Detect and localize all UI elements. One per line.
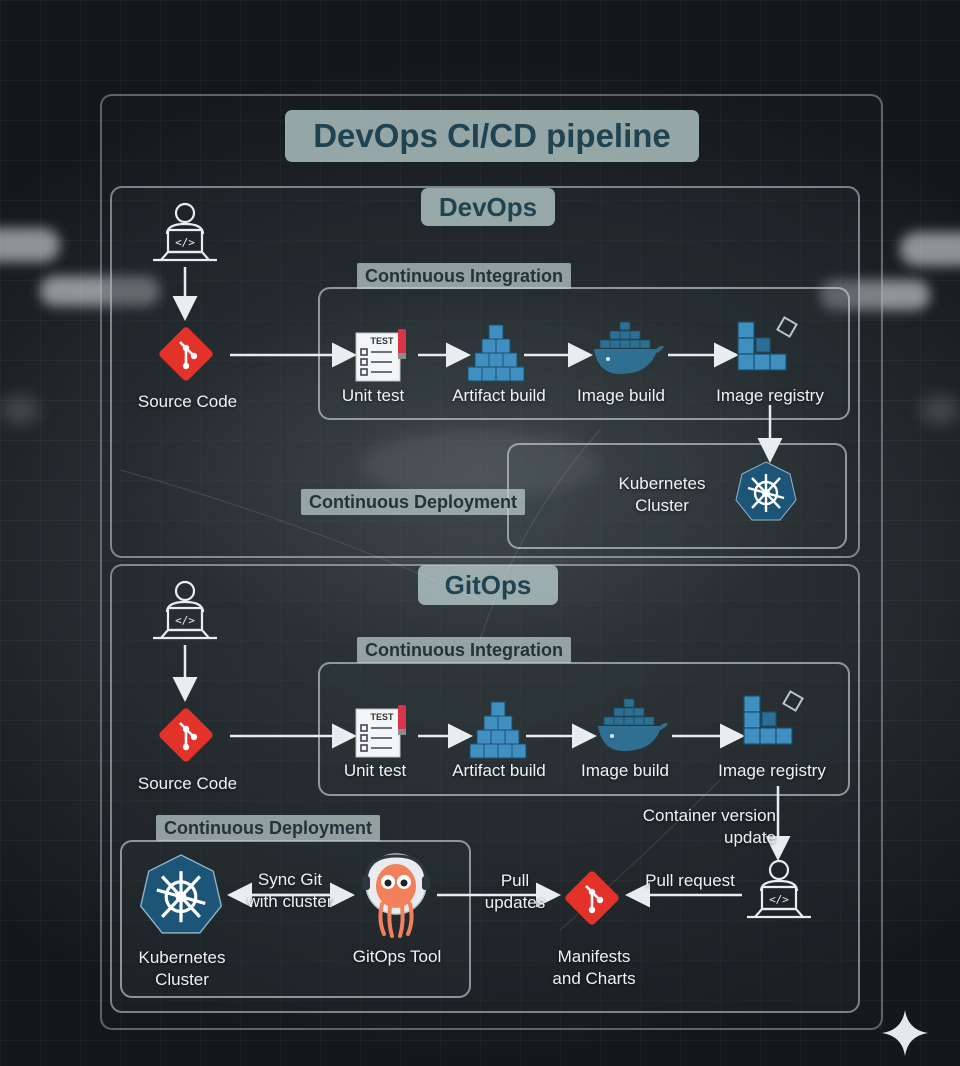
- pull-request-label: Pull request: [645, 871, 735, 890]
- container-version-update-label: Container version update: [600, 805, 776, 849]
- test-checklist-icon: TEST: [355, 329, 406, 382]
- outer-frame: [100, 94, 883, 1030]
- test-badge: TEST: [370, 712, 394, 722]
- image-registry-label: Image registry: [716, 386, 824, 405]
- manifests-line2: and Charts: [552, 969, 636, 988]
- svg-text:</>: </>: [769, 893, 789, 906]
- git-diamond-icon: [159, 708, 213, 762]
- sync-git-label: Sync Git with cluster: [230, 869, 350, 913]
- registry-blocks-icon: [737, 316, 798, 371]
- kubernetes-helm-icon: [139, 854, 223, 934]
- k8s-cluster-label: Kubernetes Cluster: [120, 947, 244, 991]
- k8s-cluster-label: Kubernetes Cluster: [600, 473, 724, 517]
- sync-line1: Sync Git: [257, 870, 323, 889]
- devops-ci-label: Continuous Integration: [357, 263, 571, 289]
- test-checklist-icon: TEST: [355, 705, 406, 758]
- gitops-cd-label: Continuous Deployment: [156, 815, 380, 841]
- devops-cd-label: Continuous Deployment: [301, 489, 525, 515]
- k8s-line2: Cluster: [155, 970, 209, 989]
- bg-glow: [360, 430, 600, 500]
- devops-heading: DevOps: [421, 188, 555, 226]
- image-build-label: Image build: [577, 386, 665, 405]
- developer-laptop-icon: </>: [747, 859, 811, 919]
- k8s-line1: Kubernetes: [138, 948, 226, 967]
- source-code-label: Source Code: [137, 392, 238, 411]
- bg-glow: [920, 395, 960, 425]
- bg-light: [0, 228, 60, 262]
- k8s-line1: Kubernetes: [618, 474, 706, 493]
- bg-light: [900, 232, 960, 266]
- artifact-build-label: Artifact build: [452, 386, 546, 405]
- sparkle-icon: [882, 1010, 928, 1056]
- docker-whale-icon: [594, 321, 664, 374]
- cube-stack-icon: [467, 324, 525, 382]
- docker-whale-icon: [598, 698, 668, 751]
- artifact-build-label: Artifact build: [452, 761, 546, 780]
- k8s-line2: Cluster: [635, 496, 689, 515]
- svg-text:</>: </>: [175, 236, 195, 249]
- image-registry-label: Image registry: [718, 761, 826, 780]
- git-diamond-icon: [159, 327, 213, 381]
- container-update-line2: update: [724, 828, 776, 847]
- bg-glow: [0, 395, 40, 425]
- gitops-tool-label: GitOps Tool: [352, 947, 442, 966]
- sync-line2: with cluster: [247, 892, 333, 911]
- gitops-ci-label: Continuous Integration: [357, 637, 571, 663]
- registry-blocks-icon: [743, 690, 804, 745]
- gitops-heading: GitOps: [418, 565, 558, 605]
- developer-laptop-icon: </>: [153, 580, 217, 640]
- source-code-label: Source Code: [137, 774, 238, 793]
- image-build-label: Image build: [581, 761, 669, 780]
- pull-updates-label: Pull updates: [470, 870, 560, 914]
- manifests-charts-label: Manifests and Charts: [530, 946, 658, 990]
- pull-updates-line1: Pull: [500, 871, 530, 890]
- developer-laptop-icon: </>: [153, 202, 217, 262]
- svg-text:</>: </>: [175, 614, 195, 627]
- cube-stack-icon: [469, 701, 527, 759]
- unit-test-label: Unit test: [341, 386, 405, 405]
- git-diamond-icon: [565, 871, 619, 925]
- kubernetes-helm-icon: [735, 461, 797, 521]
- argo-octopus-icon: [362, 853, 430, 938]
- page-title: DevOps CI/CD pipeline: [285, 110, 699, 162]
- unit-test-label: Unit test: [343, 761, 407, 780]
- test-badge: TEST: [370, 336, 394, 346]
- manifests-line1: Manifests: [557, 947, 631, 966]
- pull-updates-line2: updates: [484, 893, 546, 912]
- bg-light: [40, 276, 160, 306]
- container-update-line1: Container version: [642, 806, 776, 825]
